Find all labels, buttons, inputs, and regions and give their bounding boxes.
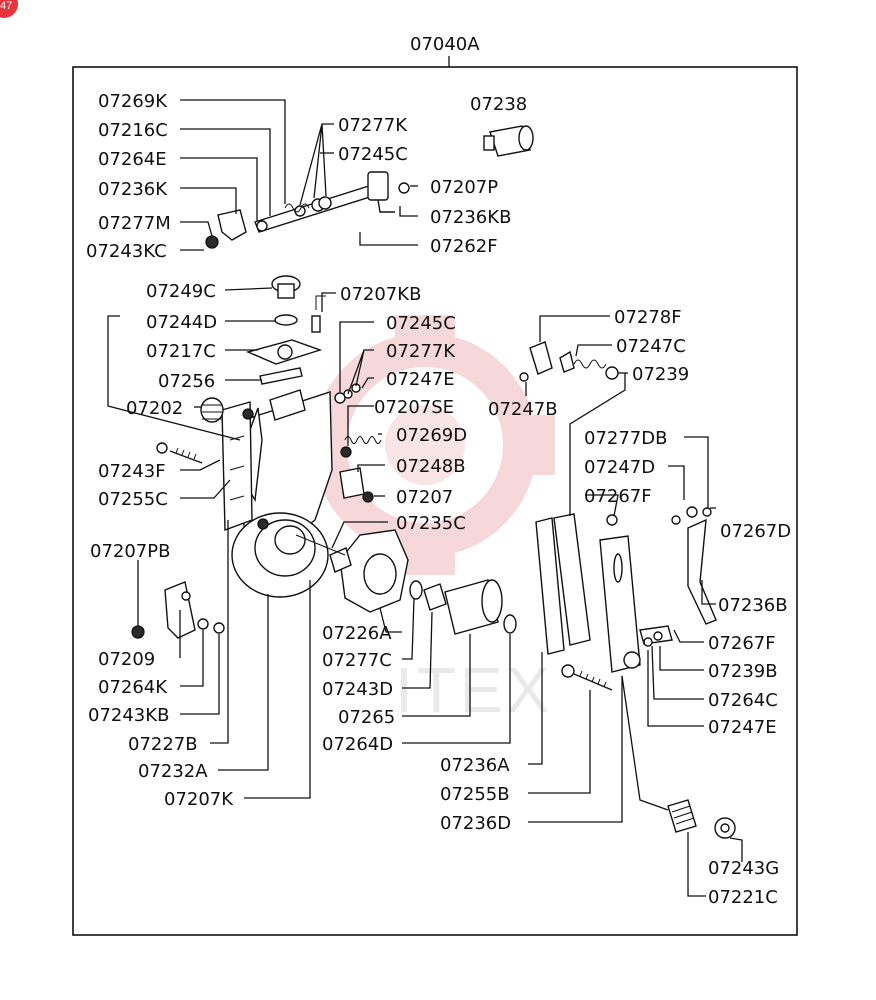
part-07238-cap — [483, 125, 534, 157]
label-07262F: 07262F — [430, 236, 498, 257]
part-labels: 07269K 07216C 07264E 07236K 07277M 07243… — [86, 91, 791, 908]
bottom-screw-and-nut — [561, 664, 736, 839]
label-07216C: 07216C — [98, 120, 168, 141]
label-07207: 07207 — [396, 487, 453, 508]
watermark-text: ITEX — [395, 654, 553, 726]
label-07239: 07239 — [632, 364, 689, 385]
label-07277K-top: 07277K — [338, 115, 408, 136]
label-07243D: 07243D — [322, 679, 393, 700]
right-lever-set — [535, 506, 717, 673]
label-07243F: 07243F — [98, 461, 166, 482]
label-07269D: 07269D — [396, 425, 467, 446]
label-07236B: 07236B — [718, 595, 788, 616]
label-07236KB: 07236KB — [430, 207, 511, 228]
label-07264K: 07264K — [98, 677, 168, 698]
label-07227B: 07227B — [128, 734, 198, 755]
label-07265: 07265 — [338, 707, 395, 728]
label-07238: 07238 — [470, 94, 527, 115]
label-07277K-mid: 07277K — [386, 341, 456, 362]
label-07278F: 07278F — [614, 307, 682, 328]
label-07267D: 07267D — [720, 521, 791, 542]
label-07247C: 07247C — [616, 336, 686, 357]
label-07236D: 07236D — [440, 813, 511, 834]
label-07239B: 07239B — [708, 661, 778, 682]
label-07245C-top: 07245C — [338, 144, 408, 165]
label-07226A: 07226A — [322, 623, 392, 644]
label-07277M: 07277M — [98, 213, 171, 234]
label-07247D: 07247D — [584, 457, 655, 478]
label-07247E-mid: 07247E — [386, 369, 455, 390]
label-07249C: 07249C — [146, 281, 216, 302]
label-07255C: 07255C — [98, 489, 168, 510]
label-07207SE: 07207SE — [374, 397, 454, 418]
label-07243KC: 07243KC — [86, 241, 167, 262]
label-07209: 07209 — [98, 649, 155, 670]
label-07232A: 07232A — [138, 761, 208, 782]
assembly-code: 07040A — [410, 34, 480, 55]
label-07207PB: 07207PB — [90, 541, 170, 562]
leader-lines — [107, 99, 743, 897]
label-07264C: 07264C — [708, 690, 778, 711]
label-07202: 07202 — [126, 398, 183, 419]
label-07244D: 07244D — [146, 312, 217, 333]
label-07221C: 07221C — [708, 887, 778, 908]
page-badge: 47 — [0, 0, 18, 18]
label-07269K: 07269K — [98, 91, 168, 112]
label-07207K: 07207K — [164, 789, 234, 810]
cover-plate-group — [245, 275, 326, 385]
label-07235C: 07235C — [396, 513, 466, 534]
label-07267F-lower: 07267F — [708, 633, 776, 654]
label-07277DB: 07277DB — [584, 428, 667, 449]
diagram-frame — [72, 66, 798, 936]
badge-number: 47 — [0, 0, 12, 12]
label-07217C: 07217C — [146, 341, 216, 362]
label-07277C: 07277C — [322, 650, 392, 671]
middle-spring-bolts — [334, 383, 382, 503]
label-07207KB: 07207KB — [340, 284, 421, 305]
label-07236K: 07236K — [98, 179, 168, 200]
upper-right-bracket — [519, 341, 619, 382]
label-07264E: 07264E — [98, 149, 167, 170]
label-07243G: 07243G — [708, 858, 779, 879]
label-07243KB: 07243KB — [88, 705, 169, 726]
flyweight-assembly — [295, 529, 517, 635]
label-07255B: 07255B — [440, 784, 510, 805]
label-07248B: 07248B — [396, 456, 466, 477]
label-07207P: 07207P — [430, 177, 498, 198]
governor-housing — [200, 389, 333, 598]
label-07256: 07256 — [158, 371, 215, 392]
label-07247B: 07247B — [488, 399, 558, 420]
label-07245C-mid: 07245C — [386, 313, 456, 334]
label-07247E-lower: 07247E — [708, 717, 777, 738]
label-07267F-upper: 07267F — [584, 486, 652, 507]
label-07264D: 07264D — [322, 734, 393, 755]
label-07236A: 07236A — [440, 755, 510, 776]
